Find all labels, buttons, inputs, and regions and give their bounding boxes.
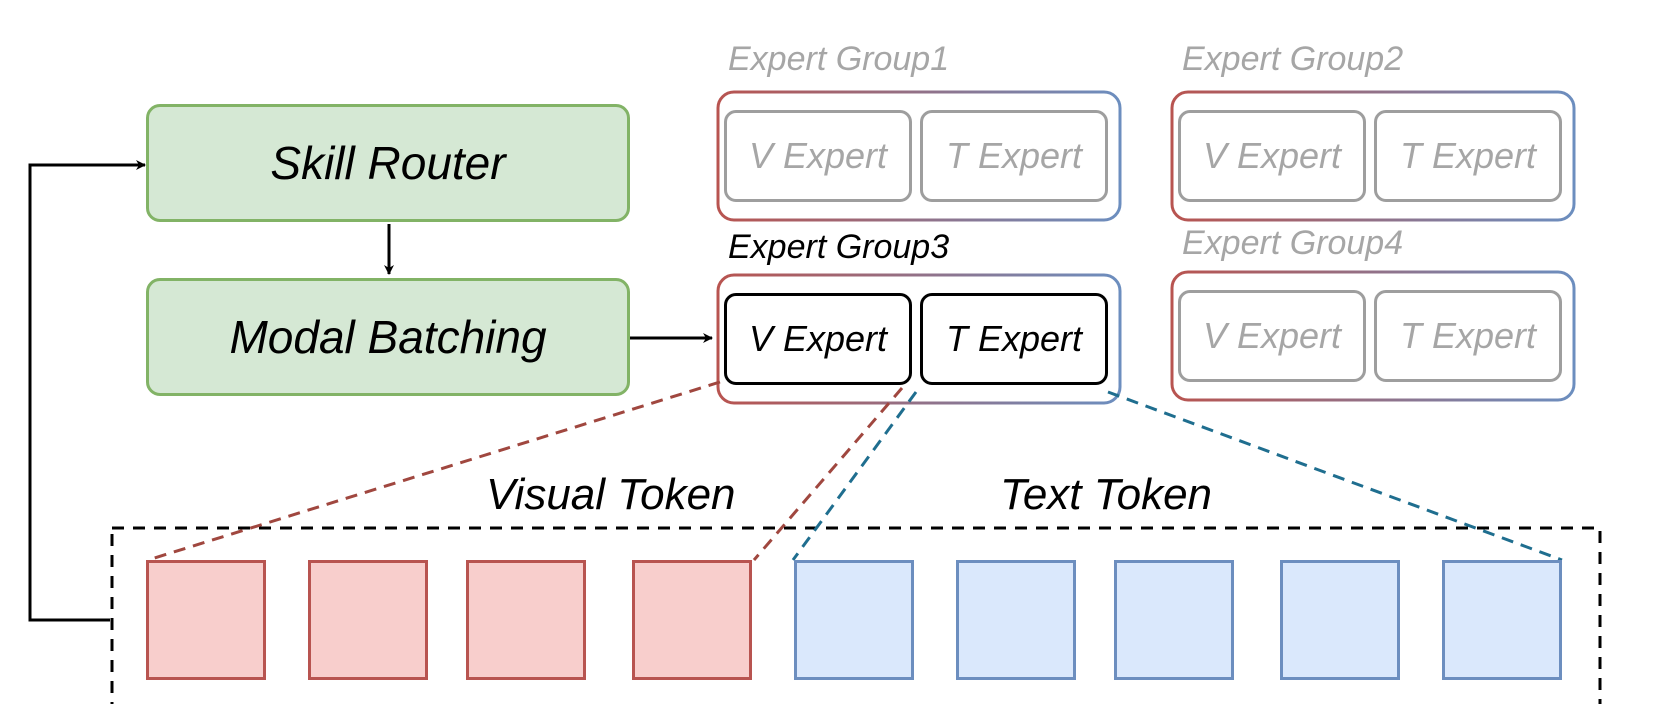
modal-batching-node: Modal Batching: [146, 278, 630, 396]
group2-t-expert-label: T Expert: [1399, 135, 1537, 176]
visual-token: [308, 560, 428, 680]
text-token: [956, 560, 1076, 680]
group1-v-expert-label: V Expert: [748, 135, 888, 176]
visual-token: [466, 560, 586, 680]
group2-t-expert: T Expert: [1374, 110, 1562, 202]
modal-batching-label: Modal Batching: [229, 311, 547, 363]
group1-v-expert: V Expert: [724, 110, 912, 202]
group3-v-expert: V Expert: [724, 293, 912, 385]
expert-group4-frame: [1170, 270, 1576, 402]
group2-v-expert-label: V Expert: [1202, 135, 1342, 176]
text-span-left-line: [791, 391, 918, 561]
expert-group2-label: Expert Group2: [1182, 40, 1404, 78]
group4-t-expert-label: T Expert: [1399, 315, 1537, 356]
text-span-right-line: [1107, 390, 1563, 562]
visual-token: [146, 560, 266, 680]
group3-t-expert: T Expert: [920, 293, 1108, 385]
group1-t-expert-label: T Expert: [945, 135, 1083, 176]
group4-v-expert: V Expert: [1178, 290, 1366, 382]
text-token: [794, 560, 914, 680]
expert-group3-label: Expert Group3: [728, 228, 950, 266]
skill-router-node: Skill Router: [146, 104, 630, 222]
visual-token-label: Visual Token: [486, 470, 736, 519]
skill-router-label: Skill Router: [270, 137, 506, 189]
expert-group4-label: Expert Group4: [1182, 224, 1404, 262]
token-container: [110, 526, 1602, 704]
expert-group3-frame: [716, 273, 1122, 405]
text-token-label: Text Token: [1000, 470, 1213, 519]
group3-v-expert-label: V Expert: [748, 318, 888, 359]
group2-v-expert: V Expert: [1178, 110, 1366, 202]
group3-t-expert-label: T Expert: [945, 318, 1083, 359]
group4-t-expert: T Expert: [1374, 290, 1562, 382]
group4-v-expert-label: V Expert: [1202, 315, 1342, 356]
visual-span-right-line: [752, 387, 904, 561]
text-token: [1442, 560, 1562, 680]
feedback-arrow: [28, 160, 146, 622]
visual-token: [632, 560, 752, 680]
group1-t-expert: T Expert: [920, 110, 1108, 202]
expert-group2-frame: [1170, 90, 1576, 222]
text-token: [1114, 560, 1234, 680]
expert-group1-frame: [716, 90, 1122, 222]
expert-group1-label: Expert Group1: [728, 40, 950, 78]
text-token: [1280, 560, 1400, 680]
